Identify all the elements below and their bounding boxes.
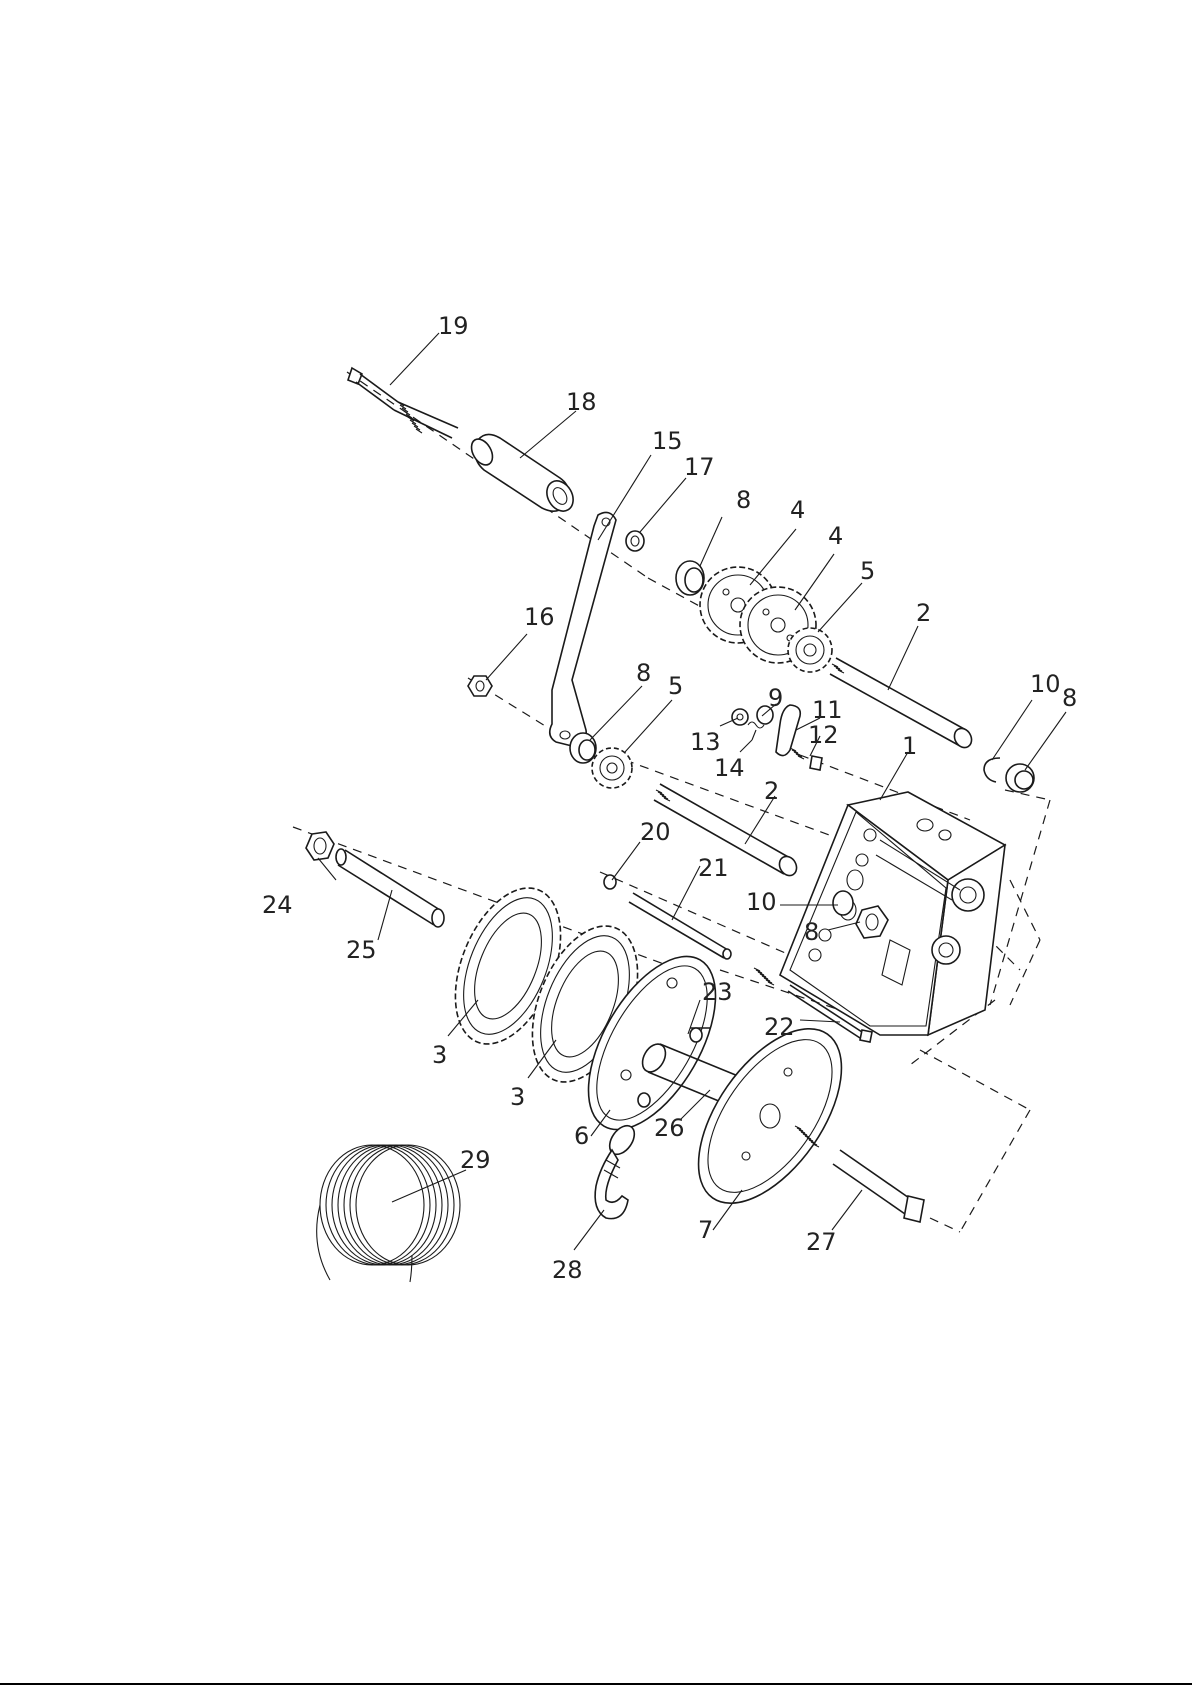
part-29-wire-rope xyxy=(317,1145,460,1282)
part-16-nut xyxy=(468,676,492,696)
label-part-8-frame: 8 xyxy=(804,918,819,946)
label-part-25: 25 xyxy=(346,936,377,964)
assembly-guide-lines xyxy=(293,372,1050,1232)
part-13-nut-small xyxy=(732,709,748,725)
label-part-10-frame: 10 xyxy=(746,888,777,916)
label-part-16: 16 xyxy=(524,603,555,631)
label-part-2-middle: 2 xyxy=(764,777,779,805)
label-part-14: 14 xyxy=(714,754,745,782)
label-part-8-middle: 8 xyxy=(636,659,651,687)
part-17-nut xyxy=(626,531,644,551)
label-part-23: 23 xyxy=(702,978,733,1006)
part-19-handle-bolt xyxy=(348,368,458,438)
part-25-spacer-tube xyxy=(336,849,444,927)
label-part-11: 11 xyxy=(812,696,843,724)
label-part-9: 9 xyxy=(768,684,783,712)
label-part-22: 22 xyxy=(764,1013,795,1041)
label-part-10-top: 10 xyxy=(1030,670,1061,698)
label-part-12: 12 xyxy=(808,721,839,749)
part-8-bushing-right xyxy=(1006,764,1034,792)
label-part-8-top: 8 xyxy=(736,486,751,514)
label-part-19: 19 xyxy=(438,312,469,340)
part-21-tie-rod xyxy=(629,893,731,959)
part-1-winch-frame xyxy=(780,792,1005,1035)
label-part-20: 20 xyxy=(640,818,671,846)
part-10-circlip-frame xyxy=(833,891,853,915)
label-part-2-top: 2 xyxy=(916,599,931,627)
part-5-pinion-middle xyxy=(592,748,632,788)
part-labels: 19 18 15 17 8 4 4 5 2 16 8 5 9 11 13 12 … xyxy=(262,312,1077,1284)
label-part-15: 15 xyxy=(652,427,683,455)
label-part-7: 7 xyxy=(698,1216,713,1244)
label-part-3-left: 3 xyxy=(432,1041,447,1069)
label-part-6: 6 xyxy=(574,1122,589,1150)
label-part-28: 28 xyxy=(552,1256,583,1284)
part-28-hook xyxy=(595,1121,639,1218)
label-part-17: 17 xyxy=(684,453,715,481)
part-14-spring xyxy=(748,722,764,740)
label-part-8-right: 8 xyxy=(1062,684,1077,712)
label-part-13: 13 xyxy=(690,728,721,756)
label-part-29: 29 xyxy=(460,1146,491,1174)
part-24-nut xyxy=(306,832,334,860)
label-part-21: 21 xyxy=(698,854,729,882)
label-part-24: 24 xyxy=(262,891,293,919)
label-part-5-top: 5 xyxy=(860,557,875,585)
label-part-4-back: 4 xyxy=(828,522,843,550)
label-part-18: 18 xyxy=(566,388,597,416)
part-10-circlip-top xyxy=(984,758,1000,782)
part-8-bushing-top xyxy=(676,561,704,595)
label-part-3-right: 3 xyxy=(510,1083,525,1111)
label-part-5-middle: 5 xyxy=(668,672,683,700)
label-part-4-front: 4 xyxy=(790,496,805,524)
part-18-handle-grip xyxy=(467,434,578,515)
label-part-26: 26 xyxy=(654,1114,685,1142)
part-15-crank-arm xyxy=(550,512,616,746)
part-5-pinion-top xyxy=(788,628,832,672)
part-12-bolt xyxy=(790,748,822,770)
label-part-1: 1 xyxy=(902,732,917,760)
label-part-27: 27 xyxy=(806,1228,837,1256)
